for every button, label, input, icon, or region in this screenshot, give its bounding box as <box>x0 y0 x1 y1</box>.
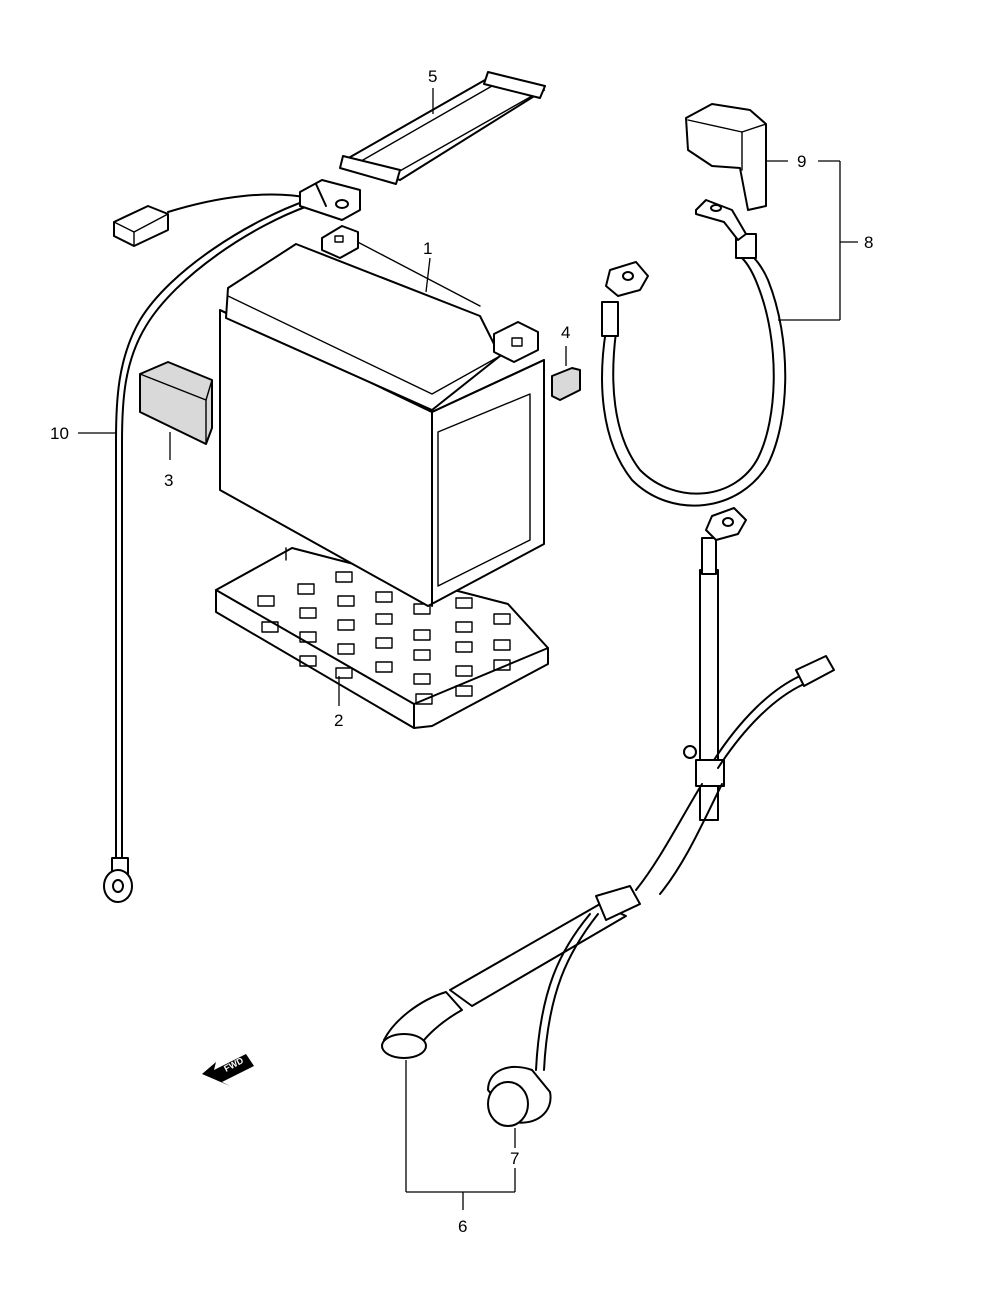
callout-7: 7 <box>510 1149 519 1168</box>
callout-10: 10 <box>50 424 69 443</box>
callout-labels: 1 2 3 4 5 6 7 8 9 10 <box>50 67 873 1236</box>
battery-strap <box>339 71 546 185</box>
starter-lead <box>381 507 835 1127</box>
small-label <box>551 367 581 401</box>
callout-6: 6 <box>458 1217 467 1236</box>
callout-3: 3 <box>164 471 173 490</box>
terminal-cover <box>685 103 767 211</box>
callout-1: 1 <box>423 239 432 258</box>
callout-5: 5 <box>428 67 437 86</box>
callout-9: 9 <box>797 152 806 171</box>
callout-2: 2 <box>334 711 343 730</box>
battery <box>219 225 545 607</box>
callout-4: 4 <box>561 323 570 342</box>
negative-lead-harness <box>103 179 361 903</box>
battery-label <box>139 361 213 445</box>
leader-lines <box>78 88 858 1210</box>
tray-slot-grid <box>257 571 511 705</box>
positive-lead <box>601 199 787 507</box>
fwd-direction-arrow: FWD <box>202 1054 254 1086</box>
callout-8: 8 <box>864 233 873 252</box>
